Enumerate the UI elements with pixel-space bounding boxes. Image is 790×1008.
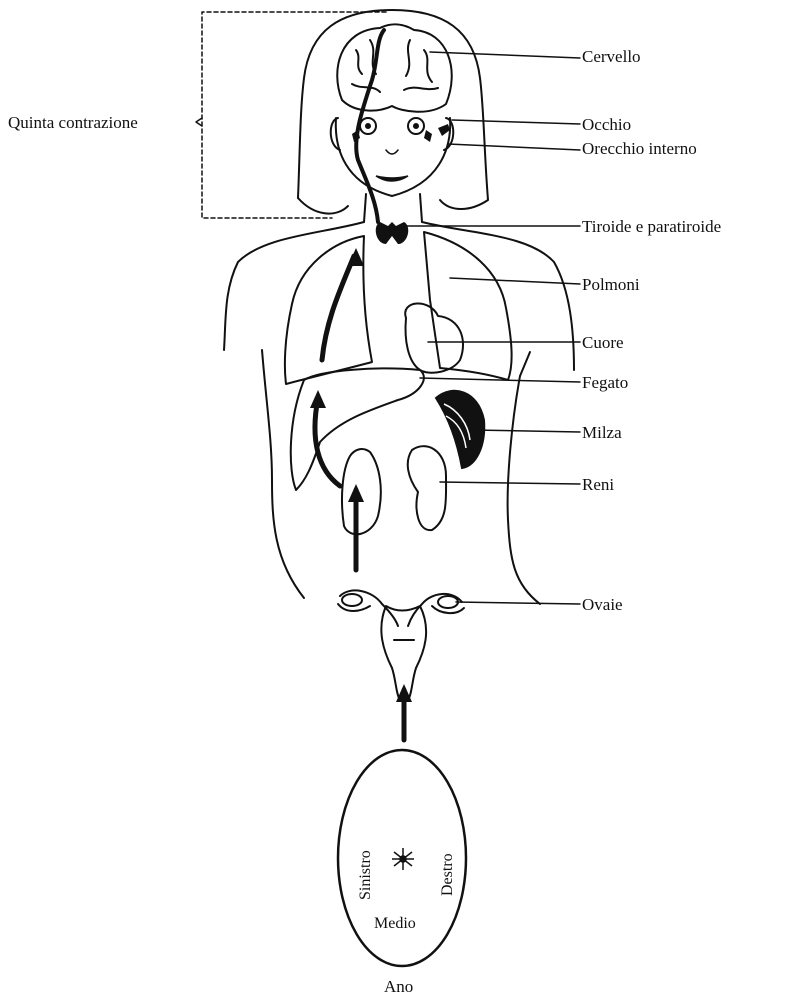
ear-icon [331,118,454,150]
label-polmoni: Polmoni [582,275,640,294]
label-cuore: Cuore [582,333,624,352]
label-occhio: Occhio [582,115,631,134]
label-quinta-contrazione: Quinta contrazione [8,113,138,132]
eye-icon [360,118,424,134]
nose [386,150,398,154]
label-sinistro: Sinistro [357,850,374,900]
thyroid-icon [376,222,409,244]
label-cervello: Cervello [582,47,641,66]
arrowheads [310,248,412,702]
label-fegato: Fegato [582,373,628,392]
label-milza: Milza [582,423,622,442]
brain-icon [337,24,451,111]
lungs-icon [285,232,512,384]
ovaries-icon [338,590,464,700]
label-orecchio-interno: Orecchio interno [582,139,697,158]
label-reni: Reni [582,475,614,494]
quinta-bracket [202,12,386,218]
label-ano: Ano [384,977,413,996]
label-destro: Destro [439,853,456,896]
quinta-brace [196,118,202,126]
head-outline [298,10,488,222]
anus-icon [392,848,414,870]
label-ovaie: Ovaie [582,595,623,614]
torso-outline [224,222,574,604]
label-tiroide: Tiroide e paratiroide [582,217,721,236]
heart-icon [405,303,463,372]
label-medio: Medio [374,915,416,932]
liver-icon [291,368,424,490]
mouth [376,176,408,181]
